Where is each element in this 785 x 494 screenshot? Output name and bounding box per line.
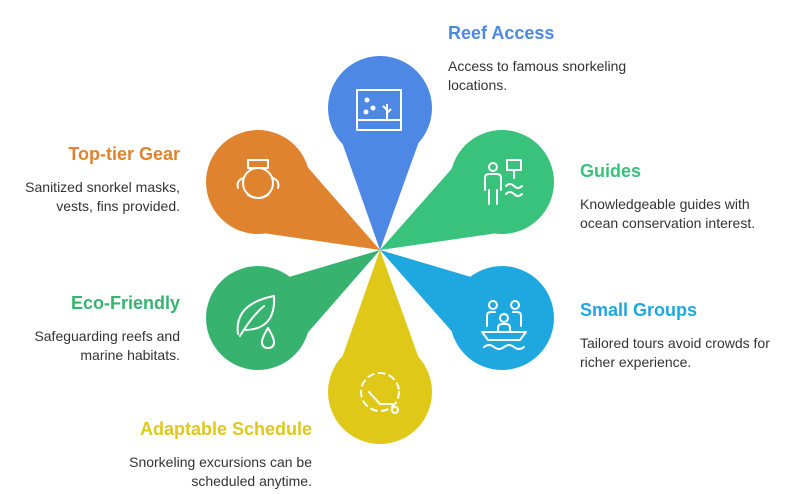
top-tier-gear-title: Top-tier Gear bbox=[68, 144, 180, 164]
eco-friendly-title: Eco-Friendly bbox=[70, 293, 180, 313]
reef-access-title: Reef Access bbox=[448, 23, 555, 43]
adaptable-schedule-description: Snorkeling excursions can be scheduled a… bbox=[129, 454, 312, 489]
petal-adaptable-schedule bbox=[328, 250, 432, 444]
top-tier-gear-description: Sanitized snorkel masks, vests, fins pro… bbox=[25, 179, 180, 214]
label-small-groups: Small Groups Tailored tours avoid crowds… bbox=[580, 299, 780, 372]
adaptable-schedule-title: Adaptable Schedule bbox=[139, 419, 312, 439]
petal-small-groups bbox=[380, 250, 554, 370]
eco-friendly-description: Safeguarding reefs and marine habitats. bbox=[34, 328, 180, 363]
petal-top-tier-gear bbox=[206, 130, 380, 250]
clock-icon bbox=[360, 372, 400, 414]
leaf-drop-icon bbox=[236, 295, 276, 349]
label-guides: Guides Knowledgeable guides with ocean c… bbox=[580, 160, 780, 233]
people-boat-icon bbox=[481, 300, 527, 350]
label-top-tier-gear: Top-tier Gear Sanitized snorkel masks, v… bbox=[8, 143, 180, 216]
label-adaptable-schedule: Adaptable Schedule Snorkeling excursions… bbox=[100, 418, 312, 491]
guides-title: Guides bbox=[580, 161, 642, 181]
snorkel-mask-icon bbox=[236, 159, 280, 199]
label-eco-friendly: Eco-Friendly Safeguarding reefs and mari… bbox=[10, 292, 180, 365]
diver-guide-icon bbox=[484, 159, 523, 205]
small-groups-title: Small Groups bbox=[580, 300, 698, 320]
reef-access-description: Access to famous snorkeling locations. bbox=[448, 58, 627, 93]
petal-eco-friendly bbox=[206, 250, 380, 370]
petal-reef-access bbox=[328, 56, 432, 250]
petal-guides bbox=[380, 130, 554, 250]
guides-description: Knowledgeable guides with ocean conserva… bbox=[580, 196, 756, 231]
small-groups-description: Tailored tours avoid crowds for richer e… bbox=[580, 335, 770, 370]
aquarium-icon bbox=[356, 89, 402, 131]
label-reef-access: Reef Access Access to famous snorkeling … bbox=[448, 22, 668, 95]
